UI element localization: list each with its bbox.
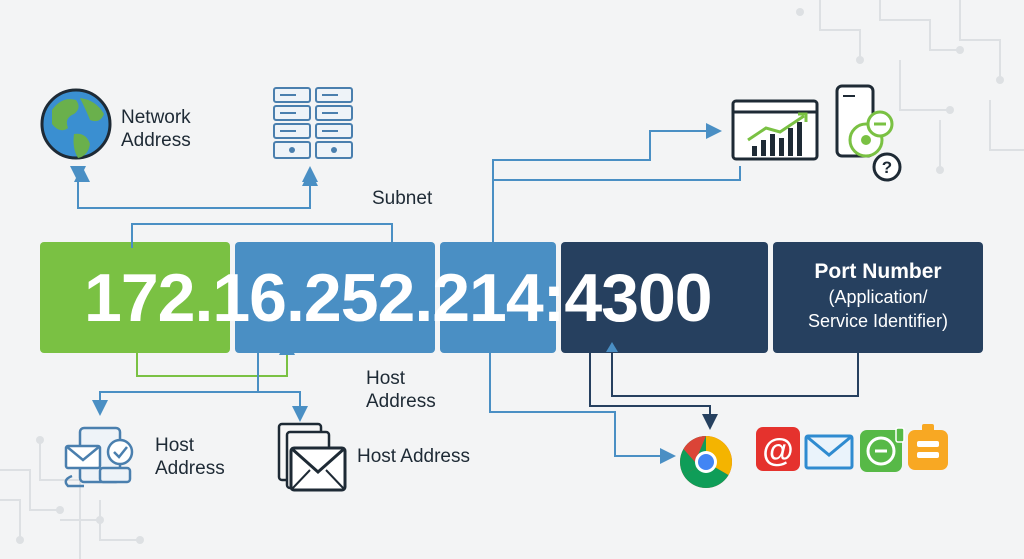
subnet-segment [235, 242, 435, 353]
host-address-center-label: Host Address [366, 367, 436, 413]
network-address-label: Network Address [121, 106, 191, 152]
port-number-subtitle-1: (Application/ [828, 287, 928, 307]
port-segment [561, 242, 768, 353]
svg-text:@: @ [762, 432, 793, 468]
host-segment [440, 242, 556, 353]
port-number-subtitle-2: Service Identifier) [807, 311, 949, 331]
network-segment [40, 242, 230, 353]
host-address-left-line2: Address [155, 458, 225, 479]
ip-address-text: 172.16.252.214:4300 [84, 260, 713, 336]
host-address-left-label: Host Address [155, 434, 225, 480]
host-address-center-line2: Address [366, 391, 436, 412]
host-address-right-label: Host Address [357, 446, 470, 467]
svg-text:?: ? [882, 158, 892, 177]
network-address-label-line2: Address [121, 130, 191, 151]
network-address-label-line1: Network [121, 107, 191, 128]
host-address-center-line1: Host [366, 368, 406, 389]
subnet-label: Subnet [372, 188, 433, 209]
port-number-title: Port Number [814, 260, 942, 283]
port-number-box: Port Number (Application/ Service Identi… [773, 242, 983, 353]
host-address-left-line1: Host [155, 435, 195, 456]
